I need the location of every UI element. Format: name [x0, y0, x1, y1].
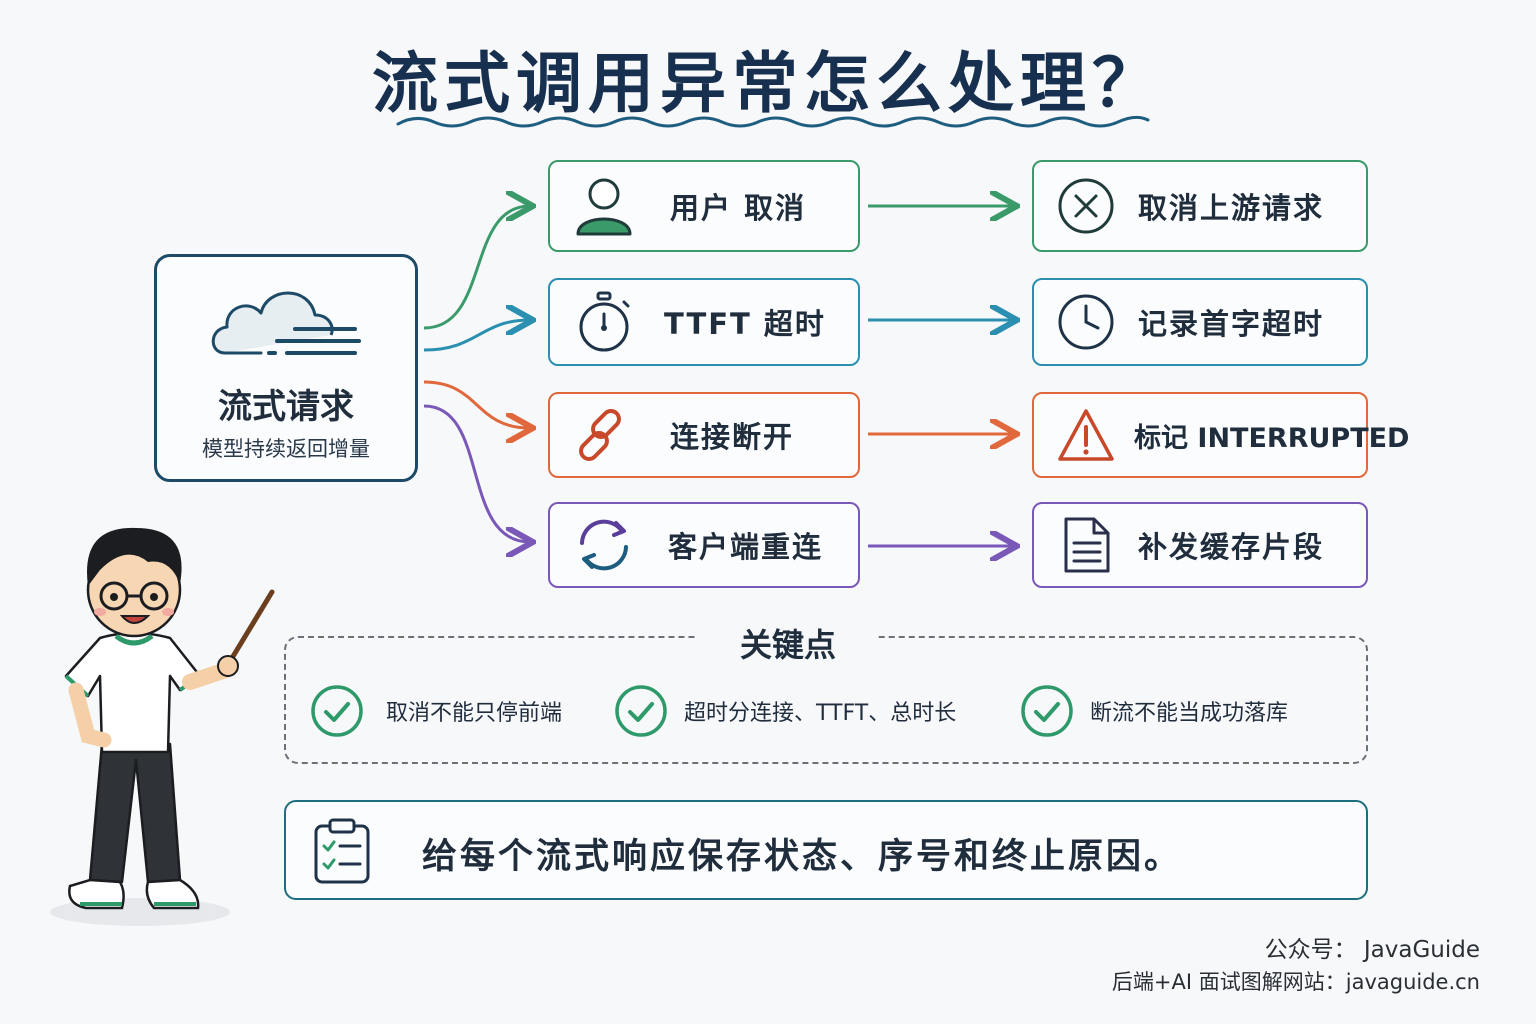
- credit-public-account: 公众号： JavaGuide: [1264, 937, 1480, 963]
- credit-website: 后端+AI 面试图解网站：javaguide.cn: [1111, 970, 1480, 994]
- stopwatch-icon: [579, 291, 630, 352]
- trigger-label: 客户端重连: [668, 530, 824, 564]
- trigger-card-user-cancel: 用户 取消: [548, 160, 860, 252]
- check-circle-icon: [615, 685, 667, 737]
- trigger-label: 连接断开: [670, 420, 795, 454]
- cloud-stream-icon: [211, 291, 361, 355]
- clipboard-checklist-icon: [314, 818, 370, 884]
- action-card-mark-interrupted: 标记 INTERRUPTED: [1032, 392, 1409, 478]
- user-icon: [576, 178, 632, 236]
- trigger-label: 用户 取消: [670, 191, 807, 225]
- source-title: 流式请求: [218, 387, 354, 427]
- key-point-label: 超时分连接、TTFT、总时长: [684, 701, 957, 726]
- trigger-card-client-reconnect: 客户端重连: [548, 502, 860, 588]
- page-title: 流式调用异常怎么处理？: [372, 45, 1164, 122]
- summary-box: 给每个流式响应保存状态、序号和终止原因。: [284, 800, 1368, 900]
- action-label: 补发缓存片段: [1138, 530, 1325, 564]
- cancel-circle-icon: [1058, 178, 1114, 234]
- broken-link-icon: [579, 409, 621, 461]
- action-label: 标记 INTERRUPTED: [1134, 422, 1410, 454]
- connector-source-disconnect: [423, 380, 530, 428]
- key-point-label: 断流不能当成功落库: [1090, 701, 1289, 726]
- action-card-cancel-upstream: 取消上游请求: [1032, 160, 1368, 252]
- refresh-icon: [580, 519, 628, 571]
- source-card: 流式请求 模型持续返回增量: [154, 254, 418, 482]
- connector-source-reconnect: [423, 404, 530, 542]
- check-circle-icon: [1021, 685, 1073, 737]
- action-label: 取消上游请求: [1138, 191, 1325, 225]
- action-card-record-ttft: 记录首字超时: [1032, 278, 1368, 366]
- summary-text: 给每个流式响应保存状态、序号和终止原因。: [422, 837, 1183, 877]
- trigger-card-ttft-timeout: TTFT 超时: [548, 278, 860, 366]
- warning-icon: [1058, 409, 1114, 461]
- action-label: 记录首字超时: [1138, 307, 1325, 341]
- source-subtitle: 模型持续返回增量: [202, 437, 370, 461]
- title-underline-wave: [396, 115, 1150, 128]
- key-point-item: 取消不能只停前端: [310, 684, 562, 738]
- key-points-title: 关键点: [698, 620, 878, 666]
- trigger-card-disconnect: 连接断开: [548, 392, 860, 478]
- teacher-mascot-illustration: [50, 527, 275, 926]
- document-icon: [1064, 517, 1110, 573]
- clock-icon: [1058, 294, 1114, 350]
- connector-source-ttft: [423, 320, 530, 352]
- key-point-item: 超时分连接、TTFT、总时长: [614, 684, 956, 738]
- connector-source-cancel: [423, 206, 530, 330]
- key-point-item: 断流不能当成功落库: [1020, 684, 1288, 738]
- check-circle-icon: [311, 685, 363, 737]
- key-point-label: 取消不能只停前端: [386, 701, 563, 726]
- trigger-label: TTFT 超时: [664, 307, 826, 341]
- action-card-resend-cache: 补发缓存片段: [1032, 502, 1368, 588]
